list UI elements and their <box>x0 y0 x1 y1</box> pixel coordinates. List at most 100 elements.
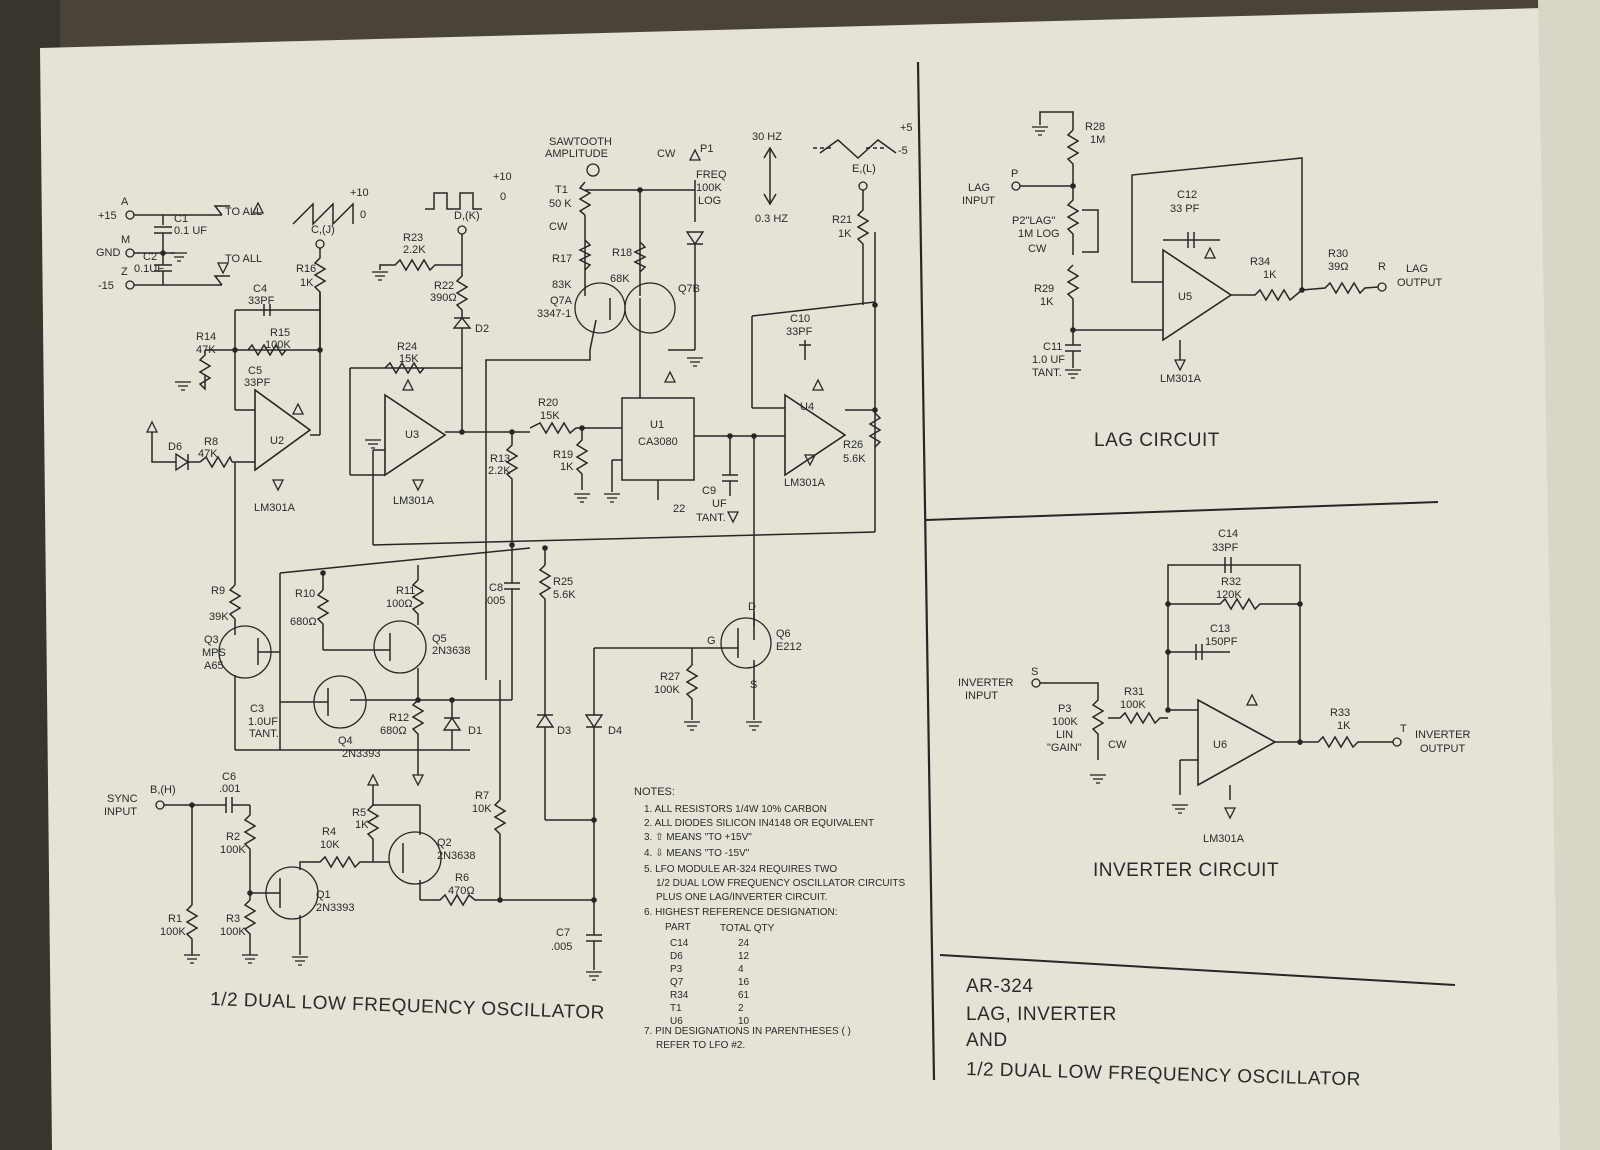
label-q1: Q1 <box>316 889 331 901</box>
label-lag-output-2: OUTPUT <box>1397 277 1443 289</box>
label-r4-val: 10K <box>320 839 340 851</box>
label-d4: D4 <box>608 725 622 737</box>
label-u5-part: LM301A <box>1160 373 1202 385</box>
label-inv-output-2: OUTPUT <box>1420 743 1466 755</box>
label-q1-part: 2N3393 <box>316 902 355 914</box>
label-d6: D6 <box>168 441 182 453</box>
label-c5: C5 <box>248 365 262 377</box>
title-block-1: AR-324 <box>966 976 1033 997</box>
label-d2: D2 <box>475 323 489 335</box>
label-r2: R2 <box>226 831 240 843</box>
label-c3-tant: TANT. <box>249 728 279 740</box>
label-u2: U2 <box>270 435 284 447</box>
note-4: 4. ⇩ MEANS "TO -15V" <box>644 848 750 859</box>
label-saw-plus: +10 <box>350 187 369 199</box>
label-r29-val: 1K <box>1040 296 1054 308</box>
lag-wiring <box>1011 111 1387 368</box>
label-q7b: Q7B <box>678 283 700 295</box>
label-u4: U4 <box>800 401 814 413</box>
label-c7: C7 <box>556 927 570 939</box>
label-r30: R30 <box>1328 248 1348 260</box>
label-r7: R7 <box>475 790 489 802</box>
label-c13: C13 <box>1210 623 1230 635</box>
label-r20-val: 15K <box>540 410 560 422</box>
label-q2: Q2 <box>437 837 452 849</box>
label-u6: U6 <box>1213 739 1227 751</box>
label-c4: C4 <box>253 283 267 295</box>
label-r24: R24 <box>397 341 417 353</box>
lfo-wiring <box>125 139 897 970</box>
label-p3-lin: LIN <box>1056 729 1073 741</box>
label-r2-val: 100K <box>220 844 246 856</box>
label-c10: C10 <box>790 313 810 325</box>
label-u6-part: LM301A <box>1203 833 1245 845</box>
label-saw-amp-1: SAWTOOTH <box>549 136 612 148</box>
label-r1: R1 <box>168 913 182 925</box>
label-r22-val: 390Ω <box>430 292 457 304</box>
label-r29: R29 <box>1034 283 1054 295</box>
designation-part: U6 <box>670 1016 683 1027</box>
designation-qty: 61 <box>738 990 750 1001</box>
paper-edge <box>1538 0 1600 1150</box>
label-r18-hand: 68K <box>610 273 630 285</box>
label-r11-val: 100Ω <box>386 598 413 610</box>
label-c2: C2 <box>143 251 157 263</box>
label-c9-val: UF <box>712 498 727 510</box>
label-c4-val: 33PF <box>248 295 275 307</box>
label-r25-val: 5.6K <box>553 589 576 601</box>
label-q4-part: 2N3393 <box>342 748 381 760</box>
label-pin-g: G <box>707 635 716 647</box>
label-inv-input-1: INVERTER <box>958 677 1013 689</box>
label-q3-mps: MPS <box>202 647 226 659</box>
label-r3: R3 <box>226 913 240 925</box>
label-plus15: +15 <box>98 210 117 222</box>
notes-col-qty: TOTAL QTY <box>720 923 775 934</box>
label-r31-val: 100K <box>1120 699 1146 711</box>
label-inv-cw: CW <box>1108 739 1127 751</box>
label-lag-r: R <box>1378 261 1386 273</box>
label-sync-2: INPUT <box>104 806 137 818</box>
note-7b: REFER TO LFO #2. <box>656 1040 745 1051</box>
label-r15: R15 <box>270 327 290 339</box>
label-q6: Q6 <box>776 628 791 640</box>
label-lag-input-2: INPUT <box>962 195 995 207</box>
label-freq-hi: 30 HZ <box>752 131 782 143</box>
label-c1-val: 0.1 UF <box>174 225 207 237</box>
notes-heading: NOTES: <box>634 786 675 798</box>
title-lag: LAG CIRCUIT <box>1094 430 1220 451</box>
designation-qty: 12 <box>738 951 750 962</box>
label-c10-val: 33PF <box>786 326 813 338</box>
label-u3: U3 <box>405 429 419 441</box>
label-u2-part: LM301A <box>254 502 296 514</box>
label-r4: R4 <box>322 826 336 838</box>
component-labels: +15 A GND M -15 Z C1 0.1 UF C2 0.1UF TO … <box>96 121 1470 1090</box>
label-r21: R21 <box>832 214 852 226</box>
label-cw-p1: CW <box>657 148 676 160</box>
label-r16: R16 <box>296 263 316 275</box>
label-r5-val: 1K <box>355 819 369 831</box>
label-r30-val: 39Ω <box>1328 261 1348 273</box>
label-r12: R12 <box>389 712 409 724</box>
label-e-out: E,(L) <box>852 163 876 175</box>
label-r32: R32 <box>1221 576 1241 588</box>
vertical-divider <box>916 61 936 1081</box>
label-lag-input-1: LAG <box>968 182 990 194</box>
label-r33: R33 <box>1330 707 1350 719</box>
label-p1-freq: FREQ <box>696 169 727 181</box>
label-c9: C9 <box>702 485 716 497</box>
label-r26: R26 <box>843 439 863 451</box>
note-2: 2. ALL DIODES SILICON IN4148 OR EQUIVALE… <box>644 818 874 829</box>
designation-part: T1 <box>670 1003 682 1014</box>
note-6: 6. HIGHEST REFERENCE DESIGNATION: <box>644 907 838 918</box>
label-gnd: GND <box>96 247 121 259</box>
label-c11-tant: TANT. <box>1032 367 1062 379</box>
title-block-3: AND <box>966 1030 1008 1051</box>
label-r11: R11 <box>396 585 415 597</box>
label-r6: R6 <box>455 872 469 884</box>
label-pin-a: A <box>121 196 129 208</box>
label-u1-part: CA3080 <box>638 436 678 448</box>
label-r17-hand: 83K <box>552 279 572 291</box>
label-p1-100k: 100K <box>696 182 722 194</box>
label-p3-gain: "GAIN" <box>1047 742 1082 754</box>
